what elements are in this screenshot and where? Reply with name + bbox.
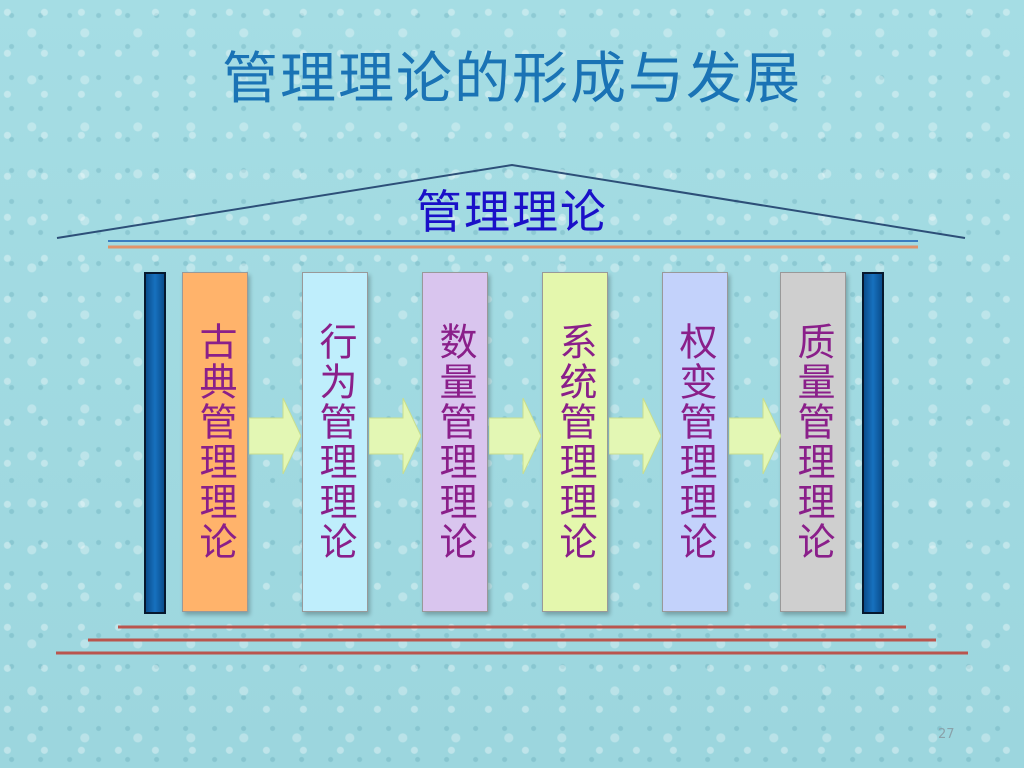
left-column [144,272,166,614]
pillar-label: 古典管理理论 [193,322,237,562]
right-column [862,272,884,614]
page-number: 27 [938,727,955,742]
roof-line [56,163,966,239]
pillar-quality: 质量管理理论 [780,272,846,612]
roof-label: 管理理论 [416,185,608,239]
arrow-right-icon [249,398,301,474]
slide-title: 管理理论的形成与发展 [222,47,802,112]
pillar-label: 行为管理理论 [313,322,357,562]
arrow-right-icon [729,398,781,474]
pillar-classical: 古典管理理论 [182,272,248,612]
pillar-quantitative: 数量管理理论 [422,272,488,612]
pillar-contingency: 权变管理理论 [662,272,728,612]
pillar-label: 质量管理理论 [791,322,835,562]
pillar-label: 权变管理理论 [673,322,717,562]
arrow-right-icon [609,398,661,474]
arrow-right-icon [369,398,421,474]
pillar-label: 系统管理理论 [553,322,597,562]
arrow-right-icon [489,398,541,474]
pillar-label: 数量管理理论 [433,322,477,562]
pillar-systems: 系统管理理论 [542,272,608,612]
pillar-behavioral: 行为管理理论 [302,272,368,612]
